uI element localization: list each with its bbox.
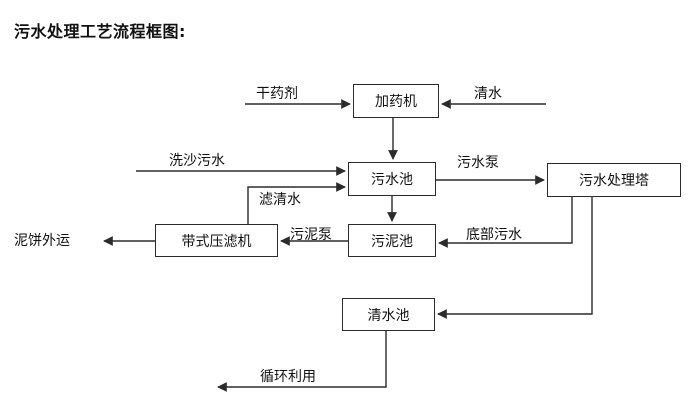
node-sewage-pool-label: 污水池 [371,172,413,188]
edge-tower-to-clean-water-pool [437,197,593,319]
node-clean-water-pool[interactable]: 清水池 [342,298,435,331]
edge-bottom-sewage-to-sludge-pool [438,197,573,248]
edge-label-clean-water: 清水 [474,86,502,102]
edge-label-dry-agent: 干药剂 [256,86,298,102]
edge-label-filtrate-water: 滤清水 [259,192,301,208]
node-sludge-pool-label: 污泥池 [371,233,413,250]
node-sewage-pool[interactable]: 污水池 [348,162,436,196]
node-treatment-tower[interactable]: 污水处理塔 [547,163,681,197]
node-treatment-tower-label: 污水处理塔 [579,173,649,189]
node-belt-filter-press-label: 带式压滤机 [181,233,252,250]
edge-label-sludge-pump: 污泥泵 [290,227,332,243]
edge-label-sewage-pump: 污水泵 [457,155,499,171]
edge-filtrate-to-sewage-pool [247,182,346,224]
edge-label-recycle-use: 循环利用 [260,369,316,385]
node-belt-filter-press[interactable]: 带式压滤机 [155,224,278,257]
node-dosing-machine-label: 加药机 [375,94,417,110]
edge-label-bottom-sewage: 底部污水 [466,227,522,243]
terminal-label-mud-cake-transport: 泥饼外运 [14,233,70,249]
node-clean-water-pool-label: 清水池 [367,307,410,324]
node-sludge-pool[interactable]: 污泥池 [348,224,436,257]
page-title: 污水处理工艺流程框图: [14,22,186,41]
edge-clean-water-recycle [217,331,387,392]
node-dosing-machine[interactable]: 加药机 [353,84,439,118]
edge-label-sand-wash-sewage: 洗沙污水 [169,153,225,169]
